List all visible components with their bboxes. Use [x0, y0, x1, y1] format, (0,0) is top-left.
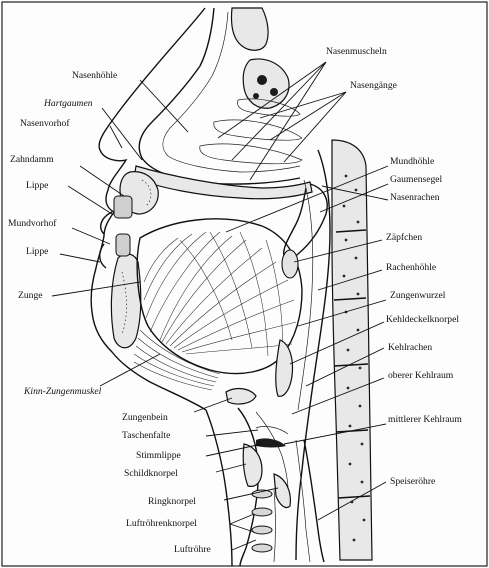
sphenoid-bone — [243, 59, 289, 108]
label-hartgaumen: Hartgaumen — [43, 98, 93, 109]
label-nasenrachen: Nasenrachen — [390, 192, 440, 203]
label-mundhoehle: Mundhöhle — [390, 156, 434, 167]
vocal-fold-shape — [256, 438, 286, 447]
sphenoid-dot-a — [257, 75, 267, 85]
trachea-wall — [274, 490, 276, 562]
lower-lip-shape — [100, 244, 106, 268]
label-gaumensegel: Gaumensegel — [390, 174, 443, 185]
label-luftroehrenknorpel: Luftröhrenknorpel — [126, 518, 197, 529]
hard-palate — [134, 166, 312, 199]
label-luftroehre: Luftröhre — [174, 544, 211, 555]
label-lippe-oben: Lippe — [26, 180, 48, 191]
lower-teeth — [116, 234, 130, 256]
sphenoid-dot-c — [253, 93, 259, 99]
thyroid-cartilage — [243, 444, 262, 486]
label-taschenfalte: Taschenfalte — [122, 430, 170, 441]
skull-base — [231, 8, 268, 50]
false-vocal-fold — [256, 426, 288, 434]
sphenoid-dot-b — [270, 88, 278, 96]
epiglottis-shape — [276, 340, 293, 396]
concha-middle — [214, 120, 302, 140]
label-speiseroehre: Speiseröhre — [390, 476, 435, 487]
tongue-muscle-fibers — [144, 232, 296, 356]
uvula-shape — [282, 250, 298, 278]
label-zaepfchen: Zäpfchen — [386, 232, 422, 243]
label-rachenhoehle: Rachenhöhle — [386, 262, 436, 273]
label-zahndamm: Zahndamm — [10, 154, 54, 165]
tracheal-rings — [252, 490, 272, 552]
label-zungenbein: Zungenbein — [122, 412, 168, 423]
label-mundvorhof: Mundvorhof — [8, 218, 57, 229]
upper-lip-shape — [101, 212, 112, 234]
label-lippe-unten: Lippe — [26, 246, 48, 257]
label-stimmlippe: Stimmlippe — [136, 450, 181, 461]
label-zungenwurzel: Zungenwurzel — [390, 290, 446, 301]
label-kehlrachen: Kehlrachen — [388, 342, 432, 353]
label-schildknorpel: Schildknorpel — [124, 468, 178, 479]
esophagus-tube — [304, 440, 324, 562]
label-ringknorpel: Ringknorpel — [148, 496, 196, 507]
label-nasenvorhof: Nasenvorhof — [20, 118, 70, 129]
label-nasenmuscheln: Nasenmuscheln — [326, 46, 387, 57]
label-nasenhoehle: Nasenhöhle — [72, 70, 117, 81]
labels: Nasenhöhle Hartgaumen Nasenvorhof Zahnda… — [8, 46, 462, 555]
hyoid-bone-shape — [226, 389, 256, 404]
head-section-drawing — [91, 8, 372, 566]
label-kinn-zungenmuskel: Kinn-Zungenmuskel — [23, 386, 102, 397]
upper-teeth — [114, 196, 132, 218]
concha-inferior — [200, 144, 302, 164]
label-kehldeckelknorpel: Kehldeckelknorpel — [386, 314, 459, 325]
cricoid-cartilage — [274, 474, 290, 508]
tongue-outline — [137, 219, 302, 374]
label-nasengaenge: Nasengänge — [350, 80, 397, 91]
label-zunge: Zunge — [18, 290, 43, 301]
label-mittlerer-kehlraum: mittlerer Kehlraum — [388, 414, 462, 425]
label-oberer-kehlraum: oberer Kehlraum — [388, 370, 454, 381]
